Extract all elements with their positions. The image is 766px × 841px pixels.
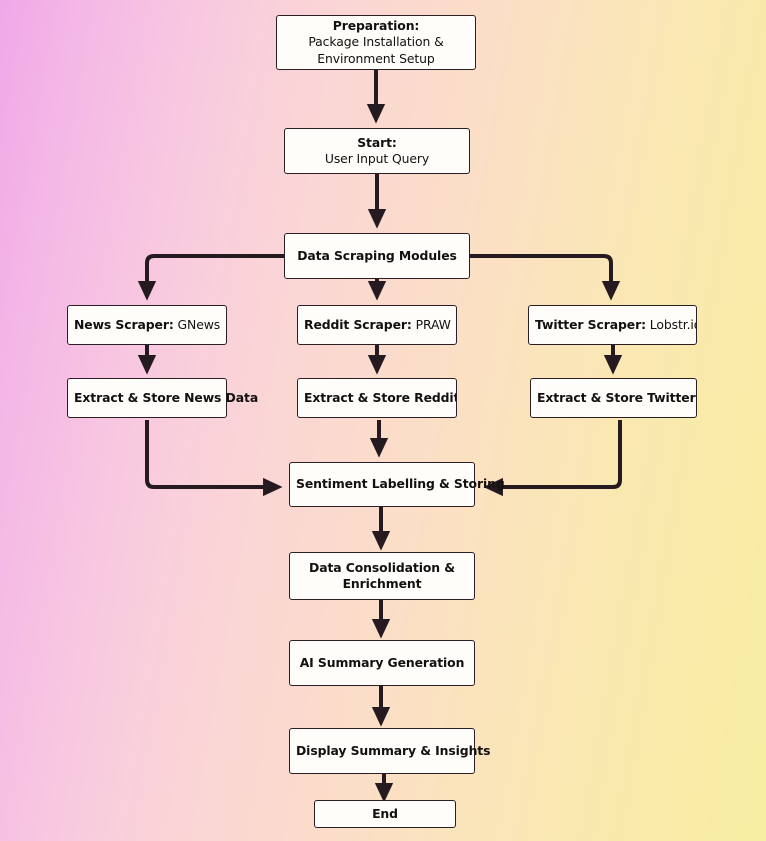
node-start-line1: User Input Query bbox=[324, 151, 430, 166]
node-reddit-scraper-title: Reddit Scraper: bbox=[304, 316, 412, 332]
node-preparation-title: Preparation: bbox=[332, 17, 420, 33]
node-extract-reddit-label: Extract & Store Reddit Data bbox=[304, 389, 457, 405]
node-start[interactable]: Start: User Input Query bbox=[284, 128, 470, 174]
node-end-label: End bbox=[372, 805, 398, 821]
node-extract-news[interactable]: Extract & Store News Data bbox=[67, 378, 258, 418]
node-data-consolidation[interactable]: Data Consolidation & Enrichment bbox=[289, 552, 475, 600]
node-consolidation-line1: Data Consolidation & bbox=[309, 559, 455, 575]
node-preparation-line1: Package Installation & bbox=[308, 34, 444, 50]
node-extract-news-label: Extract & Store News Data bbox=[74, 389, 259, 405]
node-reddit-scraper[interactable]: Reddit Scraper: PRAW bbox=[297, 305, 457, 345]
node-reddit-scraper-sub: PRAW bbox=[415, 316, 451, 332]
node-extract-twitter[interactable]: Extract & Store Twitter Data bbox=[530, 378, 697, 418]
node-ai-summary-label: AI Summary Generation bbox=[299, 654, 465, 670]
edge-scraping-to-twitter bbox=[470, 254, 621, 301]
node-twitter-scraper-title: Twitter Scraper: bbox=[535, 316, 646, 332]
node-twitter-scraper[interactable]: Twitter Scraper: Lobstr.io API bbox=[528, 305, 697, 345]
node-extract-reddit[interactable]: Extract & Store Reddit Data bbox=[297, 378, 457, 418]
node-sentiment-labelling[interactable]: Sentiment Labelling & Storing bbox=[289, 462, 505, 507]
node-preparation-line2: Environment Setup bbox=[317, 50, 435, 66]
node-extract-twitter-label: Extract & Store Twitter Data bbox=[537, 389, 696, 405]
node-start-title: Start: bbox=[357, 134, 397, 150]
node-scraping-modules-label: Data Scraping Modules bbox=[297, 247, 457, 263]
node-consolidation-line2: Enrichment bbox=[342, 576, 422, 591]
node-news-scraper[interactable]: News Scraper: GNews bbox=[67, 305, 227, 345]
node-ai-summary[interactable]: AI Summary Generation bbox=[289, 640, 475, 686]
edge-extract-news-to-sentiment bbox=[145, 420, 283, 497]
node-end[interactable]: End bbox=[314, 800, 456, 828]
node-twitter-scraper-sub: Lobstr.io API bbox=[649, 316, 697, 332]
node-news-scraper-sub: GNews bbox=[177, 316, 221, 332]
node-news-scraper-title: News Scraper: bbox=[74, 316, 174, 332]
node-display-summary[interactable]: Display Summary & Insights bbox=[289, 728, 490, 774]
edge-scraping-to-news bbox=[137, 254, 284, 301]
node-display-summary-label: Display Summary & Insights bbox=[296, 742, 491, 758]
node-sentiment-label: Sentiment Labelling & Storing bbox=[296, 476, 505, 492]
edge-extract-twitter-to-sentiment bbox=[483, 420, 622, 497]
node-data-scraping-modules[interactable]: Data Scraping Modules bbox=[284, 233, 470, 279]
node-preparation[interactable]: Preparation: Package Installation & Envi… bbox=[276, 15, 476, 70]
